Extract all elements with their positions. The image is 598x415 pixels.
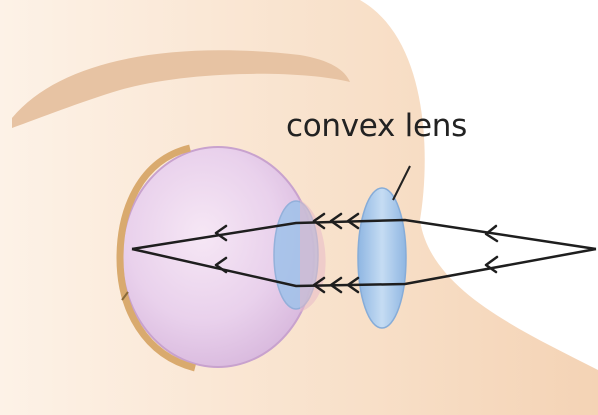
convex-lens — [358, 188, 406, 328]
convex-lens-label: convex lens — [286, 108, 467, 144]
